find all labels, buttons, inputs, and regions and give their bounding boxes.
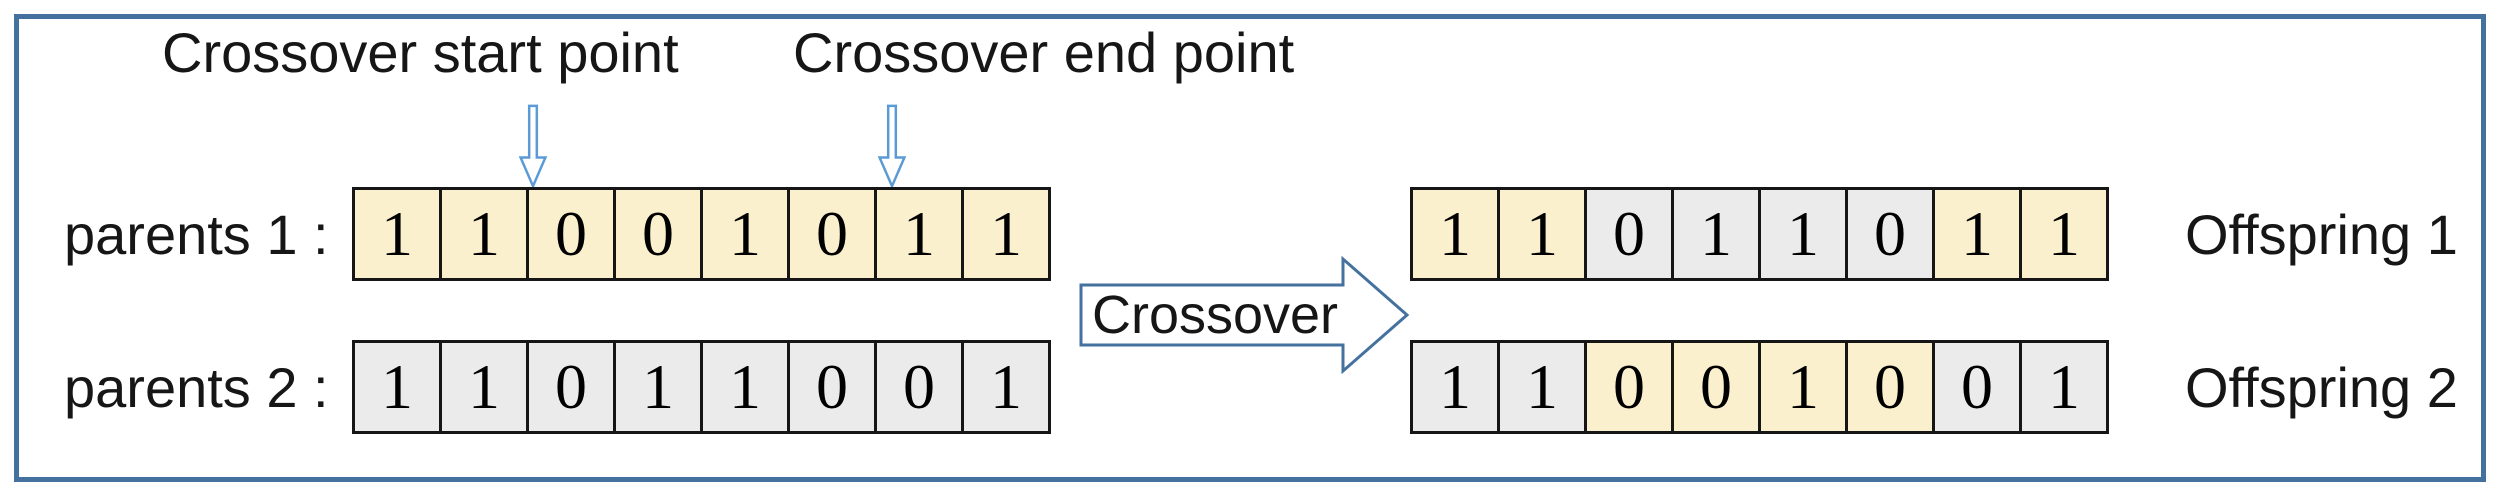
- gene-cell: 1: [352, 340, 442, 434]
- gene-cell: 1: [1497, 187, 1587, 281]
- gene-cell: 1: [961, 187, 1051, 281]
- gene-cell: 0: [787, 187, 877, 281]
- offspring2-label: Offspring 2: [2185, 355, 2458, 419]
- gene-cell: 0: [1584, 187, 1674, 281]
- crossover-start-arrow-icon: [518, 104, 548, 190]
- gene-cell: 1: [1758, 187, 1848, 281]
- gene-cell: 1: [2019, 340, 2109, 434]
- gene-cell: 1: [2019, 187, 2109, 281]
- gene-cell: 0: [1671, 340, 1761, 434]
- crossover-start-point-label: Crossover start point: [162, 21, 679, 84]
- gene-cell: 1: [874, 187, 964, 281]
- gene-cell: 0: [1584, 340, 1674, 434]
- gene-cell: 1: [439, 340, 529, 434]
- crossover-block-arrow: Crossover: [1078, 254, 1410, 376]
- gene-cell: 0: [787, 340, 877, 434]
- diagram-frame: [14, 14, 2486, 482]
- gene-cell: 0: [1845, 340, 1935, 434]
- gene-cell: 1: [1671, 187, 1761, 281]
- gene-cell: 1: [1932, 187, 2022, 281]
- gene-cell: 1: [1497, 340, 1587, 434]
- gene-cell: 1: [1758, 340, 1848, 434]
- crossover-arrow-label: Crossover: [1091, 285, 1339, 345]
- gene-cell: 0: [613, 187, 703, 281]
- parent1-label: parents 1 :: [64, 202, 329, 266]
- gene-cell: 1: [1410, 187, 1500, 281]
- gene-cell: 0: [1932, 340, 2022, 434]
- gene-cell: 0: [1845, 187, 1935, 281]
- offspring1-label: Offspring 1: [2185, 202, 2458, 266]
- parent2-label: parents 2 :: [64, 355, 329, 419]
- crossover-end-point-label: Crossover end point: [793, 21, 1295, 84]
- gene-cell: 1: [439, 187, 529, 281]
- gene-cell: 0: [526, 340, 616, 434]
- gene-cell: 1: [961, 340, 1051, 434]
- gene-cell: 1: [352, 187, 442, 281]
- gene-cell: 0: [526, 187, 616, 281]
- gene-cell: 0: [874, 340, 964, 434]
- gene-cell: 1: [1410, 340, 1500, 434]
- gene-cell: 1: [700, 340, 790, 434]
- crossover-end-arrow-icon: [877, 104, 907, 190]
- gene-cell: 1: [613, 340, 703, 434]
- gene-cell: 1: [700, 187, 790, 281]
